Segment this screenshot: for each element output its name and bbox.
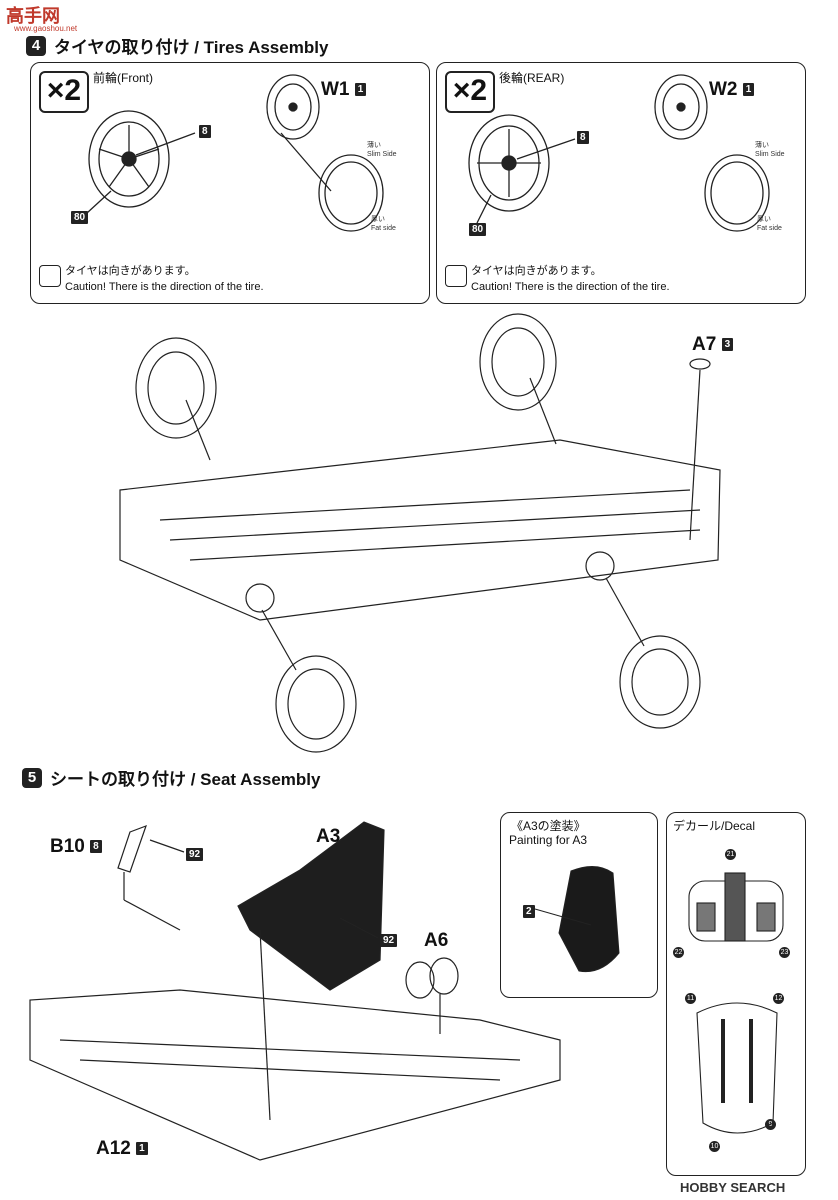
chassis-tire-drawing (119, 313, 721, 753)
decal-panel: デカール/Decal 21 22 23 11 12 9 10 (666, 812, 806, 1176)
step4-title: タイヤの取り付け / Tires Assembly (54, 38, 329, 57)
front-caution: タイヤは向きがあります。Caution! There is the direct… (39, 263, 264, 295)
decal-num-12: 12 (773, 993, 784, 1004)
decal-drawing (688, 872, 784, 1134)
a12-part-code: A12 1 (96, 1138, 148, 1160)
watermark-bottom: HOBBY SEARCH (680, 1180, 786, 1195)
front-tire-drawing (86, 74, 384, 232)
step5-number: 5 (22, 767, 42, 788)
step4-header: 4 タイヤの取り付け / Tires Assembly (26, 33, 328, 58)
rear-label: 後輪(REAR) (499, 71, 565, 85)
rear-part-code: W2 1 (709, 79, 755, 101)
caution-wrench-icon (445, 265, 467, 287)
decal-title: デカール/Decal (673, 819, 756, 833)
rear-color-80: 80 (469, 223, 487, 236)
a6-part-code: A6 (424, 930, 449, 951)
decal-num-11: 11 (685, 993, 696, 1004)
decal-num-22: 22 (673, 947, 684, 958)
a7-part-code: A7 3 (692, 334, 734, 356)
step5-title: シートの取り付け / Seat Assembly (50, 770, 321, 789)
painting-title-en: Painting for A3 (509, 833, 588, 847)
front-color-8: 8 (199, 125, 211, 138)
painting-title-jp: 《A3の塗装》 (511, 819, 586, 833)
decal-num-21: 21 (725, 849, 736, 860)
decal-num-23: 23 (779, 947, 790, 958)
step4-number: 4 (26, 35, 46, 56)
b10-color: 92 (186, 848, 204, 861)
painted-seat-drawing (534, 866, 620, 973)
front-label: 前輪(Front) (93, 71, 154, 85)
front-multiplier: ×2 (39, 71, 89, 113)
painting-panel: 《A3の塗装》 Painting for A3 2 (500, 812, 658, 998)
rear-tire-drawing (468, 74, 770, 232)
decal-num-10: 10 (709, 1141, 720, 1152)
watermark-top: 高手网 (6, 6, 60, 26)
b10-part-code: B10 8 (50, 836, 102, 858)
a3-color: 92 (380, 934, 398, 947)
rear-color-8: 8 (577, 131, 589, 144)
watermark-top-url: www.gaoshou.net (14, 24, 78, 33)
step5-header: 5 シートの取り付け / Seat Assembly (22, 765, 321, 790)
painting-color: 2 (523, 905, 535, 918)
rear-multiplier: ×2 (445, 71, 495, 113)
caution-wrench-icon (39, 265, 61, 287)
a3-part-code: A3 (316, 826, 341, 847)
front-part-code: W1 1 (321, 79, 367, 101)
rear-caution: タイヤは向きがあります。Caution! There is the direct… (445, 263, 670, 295)
front-color-80: 80 (71, 211, 89, 224)
